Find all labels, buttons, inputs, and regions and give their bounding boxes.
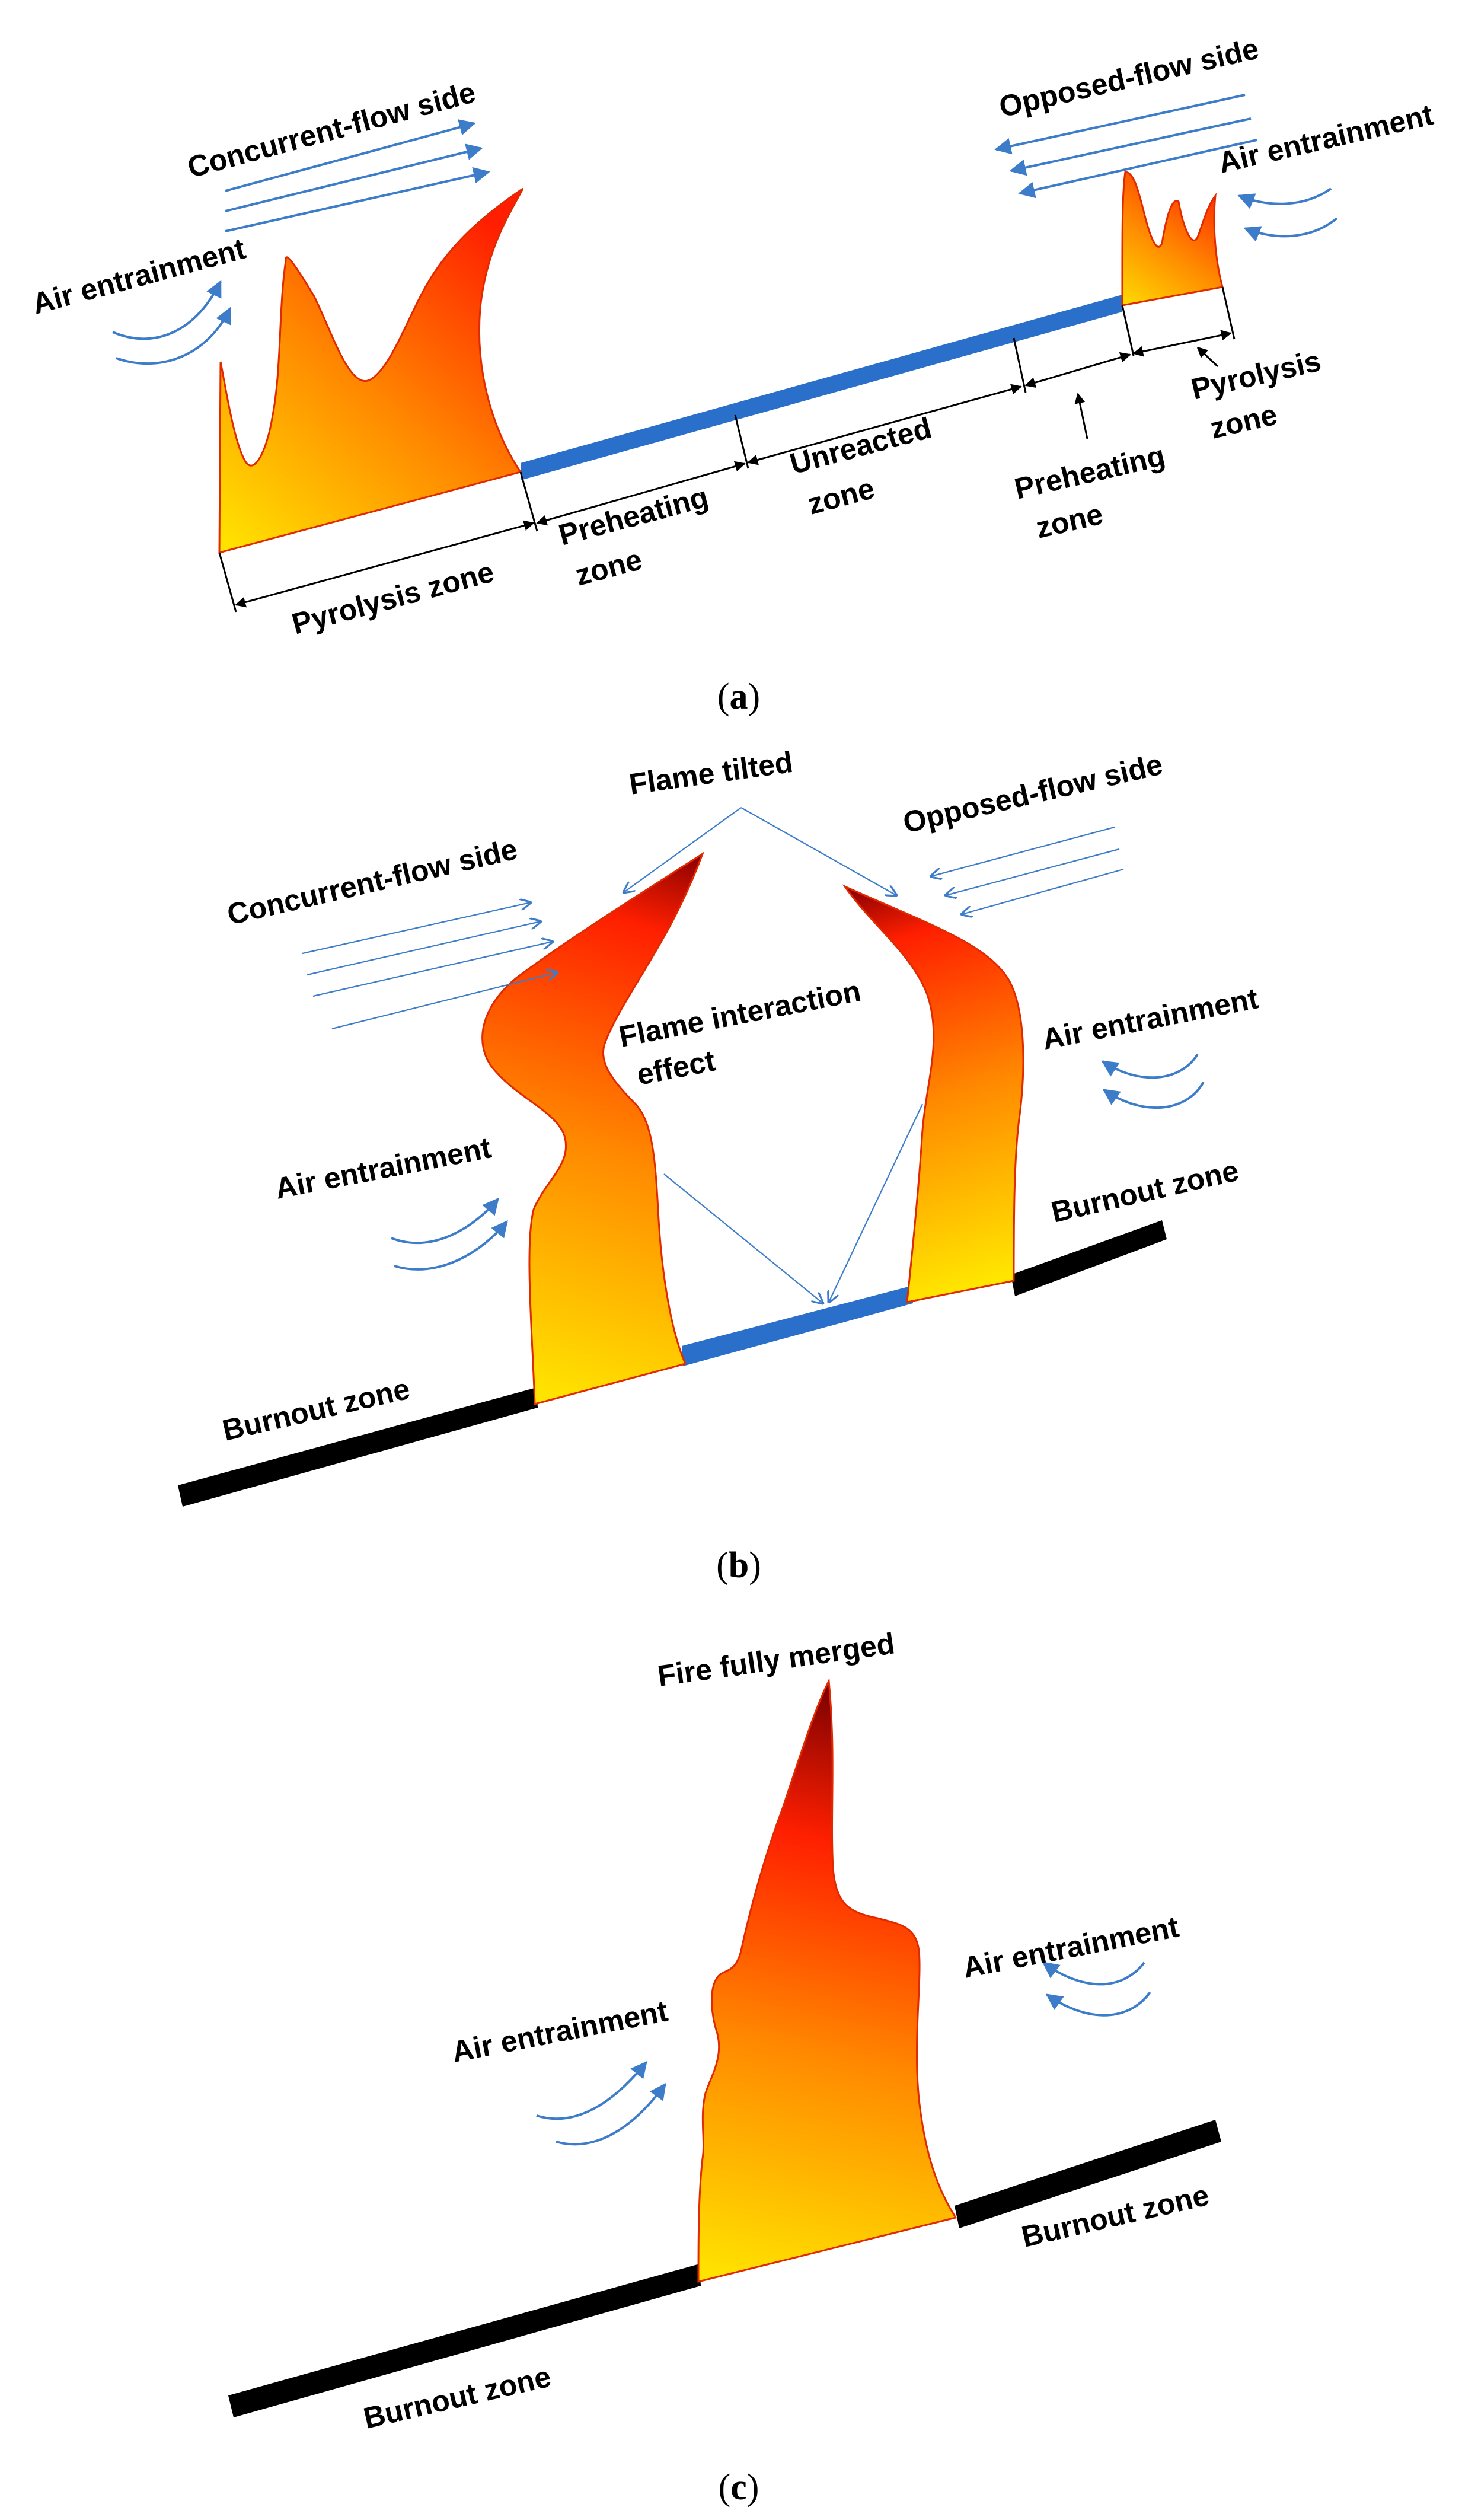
burnout-strip-right-c: [955, 2120, 1221, 2228]
unreacted-label-1: Unreacted: [786, 411, 935, 480]
opposed-flow-arrows-b: [931, 826, 1124, 914]
concurrent-flow-label-b: Concurrent-flow side: [224, 832, 521, 932]
curved-arrow-icon: [112, 280, 222, 340]
curved-arrow-icon: [536, 2060, 647, 2120]
arrow-right-icon: [307, 921, 541, 976]
air-entrainment-label-b-left: Air entrainment: [272, 1131, 494, 1205]
arrow-right-icon: [225, 167, 490, 232]
air-entrainment-label-b-right: Air entrainment: [1039, 981, 1261, 1056]
pyrolysis-zone-label-a-left: Pyrolysis zone: [288, 555, 497, 641]
curved-arrow-icon: [1045, 1991, 1151, 2017]
preheating-label-a-right-2: zone: [1033, 497, 1106, 545]
burnout-strip-right-b: [1011, 1220, 1167, 1296]
flame-left-a: [218, 187, 524, 554]
curved-arrow-icon: [116, 307, 231, 365]
preheating-label-a-left-1: Preheating: [555, 480, 711, 552]
zone-markers-a: [218, 286, 1236, 613]
interaction-label-1: Flame interaction: [616, 974, 863, 1054]
arrow-right-icon: [225, 119, 476, 192]
flame-tilted-pointers: [624, 807, 896, 895]
preheating-label-a-left-2: zone: [572, 543, 646, 592]
flame-tilted-label: Flame tilted: [627, 745, 795, 801]
interaction-pointers: [663, 1103, 923, 1303]
curved-arrow-icon: [1102, 1082, 1205, 1109]
caption-b: (b): [716, 1545, 761, 1586]
caption-a: (a): [717, 677, 760, 717]
air-entrainment-arrows-left-c: [536, 2060, 666, 2146]
concurrent-flow-arrows-b: [302, 902, 557, 1030]
unreacted-label-2: zone: [804, 471, 878, 521]
curved-arrow-icon: [1243, 217, 1338, 242]
burnout-strip-left-c: [228, 2264, 701, 2417]
fire-merged-label: Fire fully merged: [656, 1626, 897, 1693]
arrow-left-icon: [1009, 117, 1252, 176]
flame-right-b: [842, 884, 1024, 1303]
opposed-flow-label-a: Opposed-flow side: [996, 32, 1262, 124]
curved-arrow-icon: [1101, 1053, 1199, 1079]
burnout-strip-left-b: [178, 1387, 538, 1507]
flame-left-b: [481, 851, 704, 1405]
arrow-left-icon: [931, 826, 1115, 876]
air-entrainment-label-a-left: Air entrainment: [28, 232, 249, 321]
curved-arrow-icon: [394, 1220, 508, 1271]
pyrolysis-label-a-right-2: zone: [1207, 398, 1281, 445]
air-entrainment-arrows-left-a: [112, 280, 231, 365]
unreacted-fuel-strip-b: [682, 1285, 913, 1366]
panel-c: Fire fully merged Air entrainment Air en…: [228, 1626, 1221, 2508]
air-entrainment-label-c-left: Air entrainment: [449, 1994, 671, 2069]
opposed-flow-label-b: Opposed-flow side: [900, 748, 1166, 840]
air-entrainment-label-c-right: Air entrainment: [960, 1910, 1182, 1985]
arrow-left-icon: [1018, 139, 1257, 199]
curved-arrow-icon: [391, 1197, 499, 1245]
pyrolysis-label-a-right-1: Pyrolysis: [1188, 344, 1324, 406]
panel-b: Flame tilted Concurrent-flow side Oppose…: [178, 745, 1261, 1586]
arrow-left-icon: [962, 868, 1124, 914]
arrow-right-icon: [331, 972, 557, 1030]
arrow-left-icon: [994, 94, 1246, 155]
concurrent-flow-arrows: [225, 119, 490, 232]
flame-merged-c: [697, 1677, 957, 2283]
arrow-left-icon: [946, 848, 1120, 895]
air-entrainment-arrows-right-c: [1042, 1961, 1151, 2017]
air-entrainment-label-a-right: Air entrainment: [1215, 98, 1436, 180]
interaction-label-2: effect: [634, 1044, 718, 1091]
panel-a: Concurrent-flow side Air entrainment Opp…: [28, 32, 1436, 717]
arrow-right-icon: [225, 143, 483, 212]
air-entrainment-arrows-right-a: [1237, 187, 1338, 242]
opposed-flow-arrows-a: [994, 94, 1257, 199]
arrow-right-icon: [302, 902, 531, 955]
curved-arrow-icon: [1042, 1961, 1145, 1986]
curved-arrow-icon: [556, 2082, 666, 2146]
burnout-label-b-right: Burnout zone: [1048, 1154, 1242, 1229]
curved-arrow-icon: [1237, 187, 1332, 209]
arrow-right-icon: [312, 942, 553, 997]
preheating-label-a-right-1: Preheating: [1011, 439, 1168, 506]
flame-right-a: [1121, 171, 1224, 307]
concurrent-flow-label-a: Concurrent-flow side: [184, 75, 478, 184]
air-entrainment-arrows-left-b: [391, 1197, 508, 1271]
caption-c: (c): [719, 2467, 759, 2508]
air-entrainment-arrows-right-b: [1101, 1053, 1205, 1109]
